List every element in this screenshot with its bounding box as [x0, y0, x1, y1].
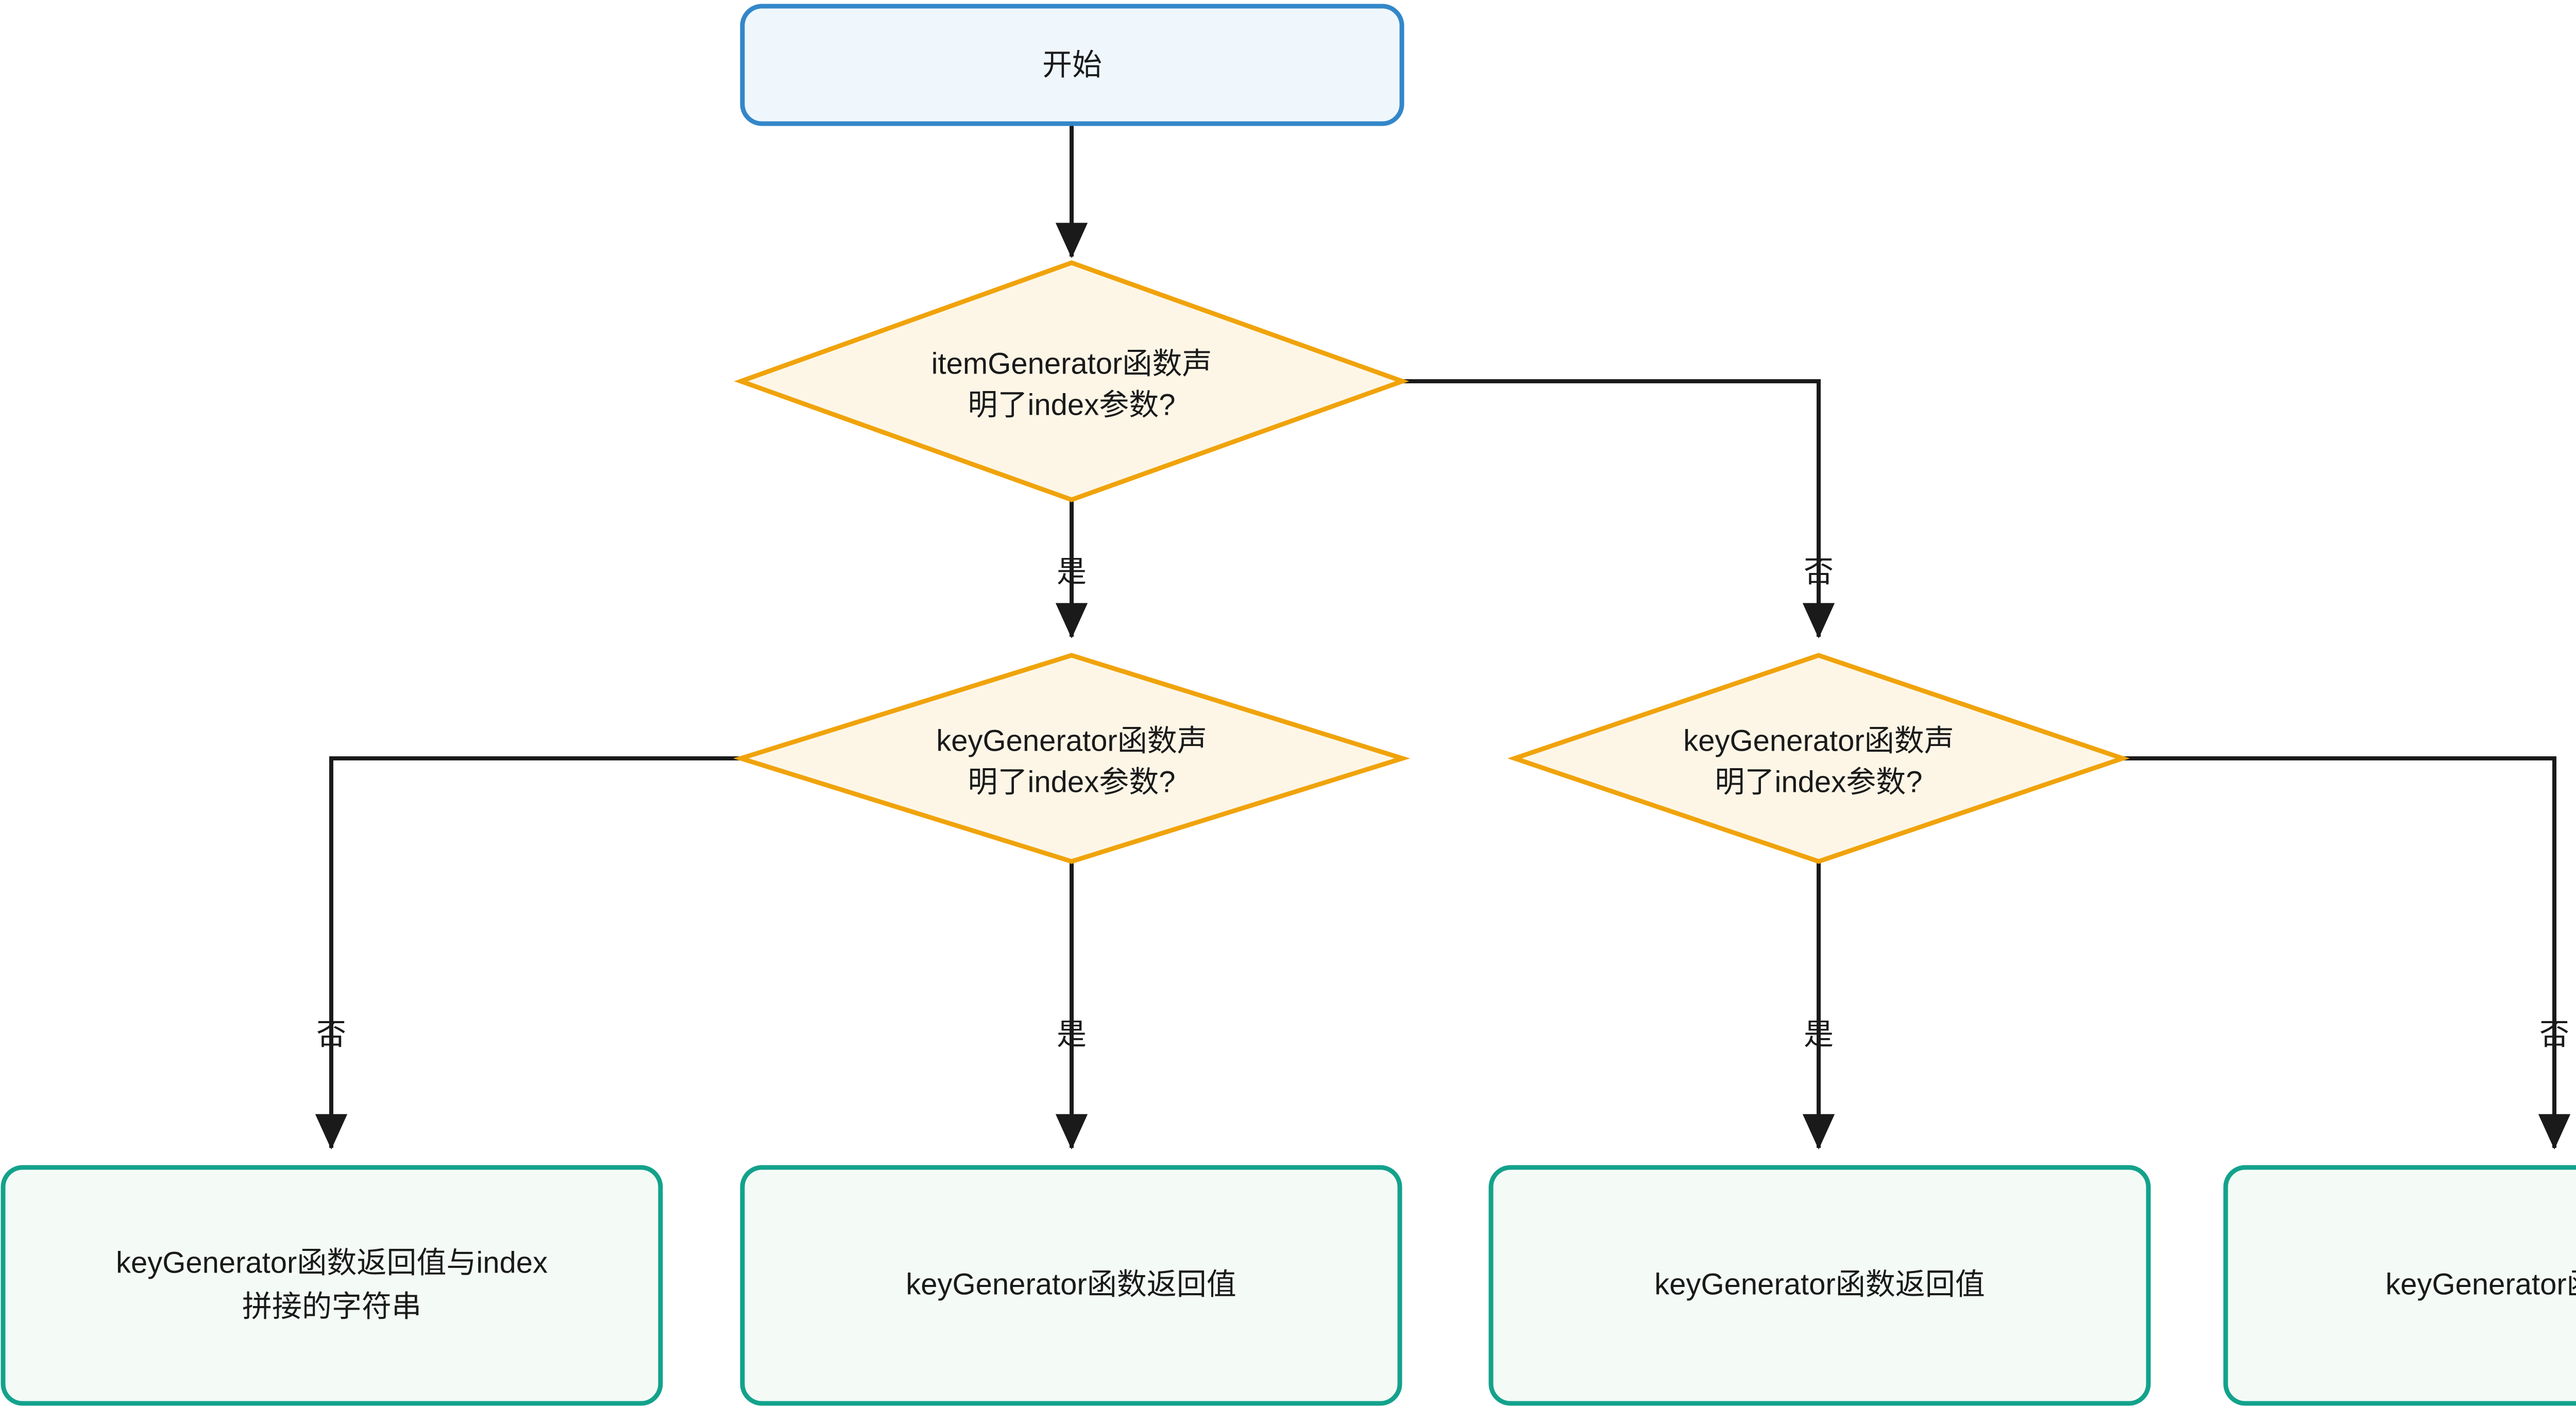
edge-label-key-left-no: 否 [316, 1018, 346, 1051]
node-decision-item-generator[interactable]: itemGenerator函数声 明了index参数? [734, 260, 1410, 502]
node-result-key-return-3[interactable]: keyGenerator函数返回值 [1488, 1165, 2151, 1406]
node-decision-key-generator-right[interactable]: keyGenerator函数声 明了index参数? [1507, 653, 2130, 864]
edge-key-right-yes-to-result-3: 是 [1802, 861, 1835, 1150]
decision-key-generator-left-label-line2: 明了index参数? [968, 765, 1176, 799]
node-result-key-return-2[interactable]: keyGenerator函数返回值 [740, 1165, 1402, 1406]
edge-label-item-yes: 是 [1057, 555, 1087, 588]
result-key-return-2-label: keyGenerator函数返回值 [906, 1267, 1236, 1301]
node-decision-key-generator-left[interactable]: keyGenerator函数声 明了index参数? [733, 653, 1411, 864]
result-key-return-3-shape[interactable] [1488, 1165, 2151, 1406]
decision-key-generator-right-label-line2: 明了index参数? [1715, 765, 1923, 799]
edge-item-yes-to-key-left: 是 [1055, 500, 1088, 639]
edge-label-item-no: 否 [1804, 555, 1834, 588]
decision-item-generator-shape[interactable] [734, 260, 1410, 502]
result-key-index-concat-label-line1: keyGenerator函数返回值与index [116, 1246, 548, 1279]
edge-label-key-right-yes: 是 [1804, 1018, 1834, 1051]
result-key-return-4-shape[interactable] [2223, 1165, 2576, 1406]
decision-item-generator-label-line2: 明了index参数? [968, 388, 1176, 421]
decision-key-generator-right-label-line1: keyGenerator函数声 [1683, 724, 1954, 757]
result-key-index-concat-label-line2: 拼接的字符串 [242, 1290, 421, 1323]
edge-label-key-left-yes: 是 [1057, 1018, 1087, 1051]
result-key-index-concat-shape[interactable] [1, 1165, 663, 1406]
decision-key-generator-right-shape[interactable] [1507, 653, 2130, 864]
decision-key-generator-left-shape[interactable] [733, 653, 1411, 864]
result-key-return-3-label: keyGenerator函数返回值 [1654, 1267, 1985, 1301]
node-result-key-return-4[interactable]: keyGenerator函数返回值 掘金技术社区 @ 程序员一鸣 [2223, 1165, 2576, 1406]
edge-label-key-right-no: 否 [2539, 1018, 2569, 1051]
result-key-return-4-label: keyGenerator函数返回值 [2385, 1267, 2576, 1301]
start-node-label: 开始 [1042, 48, 1102, 81]
edge-key-right-no-to-result-4: 否 [2123, 756, 2571, 1150]
edges-layer: 是 否 否 是 是 [315, 124, 2571, 1150]
edge-item-no-to-key-right: 否 [1402, 379, 1835, 639]
node-result-key-index-concat[interactable]: keyGenerator函数返回值与index 拼接的字符串 [1, 1165, 663, 1406]
edge-key-left-no-to-result-1: 否 [315, 756, 741, 1150]
result-key-return-2-shape[interactable] [740, 1165, 1402, 1406]
node-start[interactable]: 开始 [740, 4, 1404, 126]
start-node-shape[interactable] [740, 4, 1404, 126]
decision-item-generator-label-line1: itemGenerator函数声 [931, 347, 1212, 380]
decision-key-generator-left-label-line1: keyGenerator函数声 [936, 724, 1207, 757]
edge-key-left-yes-to-result-2: 是 [1055, 861, 1088, 1150]
